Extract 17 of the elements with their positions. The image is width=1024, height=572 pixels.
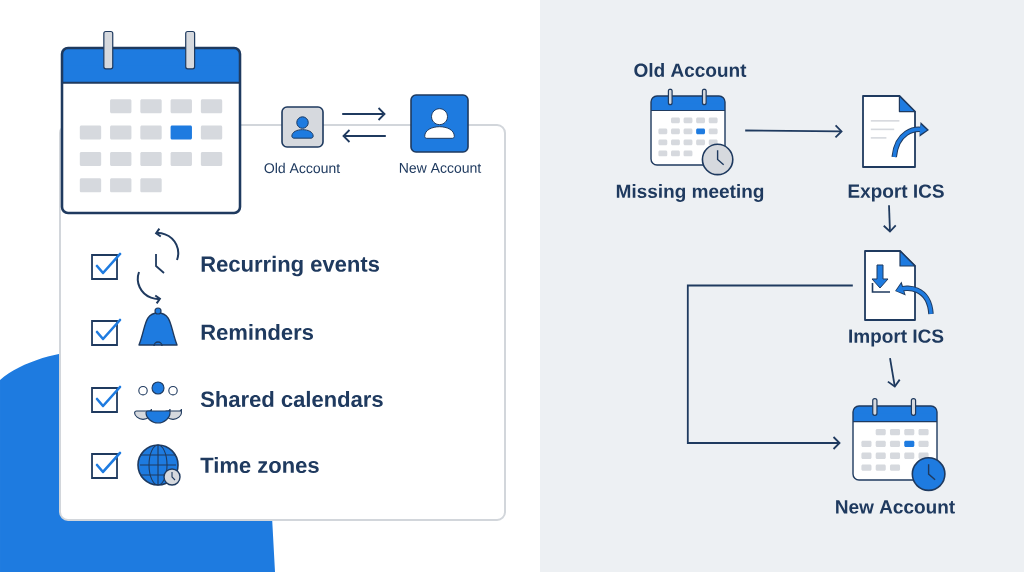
feature-label: Recurring events bbox=[201, 255, 379, 277]
node-label: Missing meeting bbox=[616, 184, 764, 202]
node-label: Old Account bbox=[634, 63, 747, 77]
arrow bbox=[686, 284, 854, 450]
arrow bbox=[342, 129, 387, 143]
node-label: New Account bbox=[399, 163, 482, 173]
node-label: New Account bbox=[836, 500, 955, 514]
arrow bbox=[882, 204, 897, 233]
feature-label: Shared calendars bbox=[200, 390, 383, 408]
arrow bbox=[341, 107, 386, 121]
arrow bbox=[744, 124, 843, 139]
feature-label: Time zones bbox=[200, 456, 319, 474]
feature-label: Reminders bbox=[201, 323, 313, 341]
node-label: Import ICS bbox=[849, 329, 944, 347]
node-label: Old Account bbox=[264, 162, 341, 174]
arrow bbox=[887, 357, 901, 388]
node-label: Export ICS bbox=[848, 184, 944, 202]
